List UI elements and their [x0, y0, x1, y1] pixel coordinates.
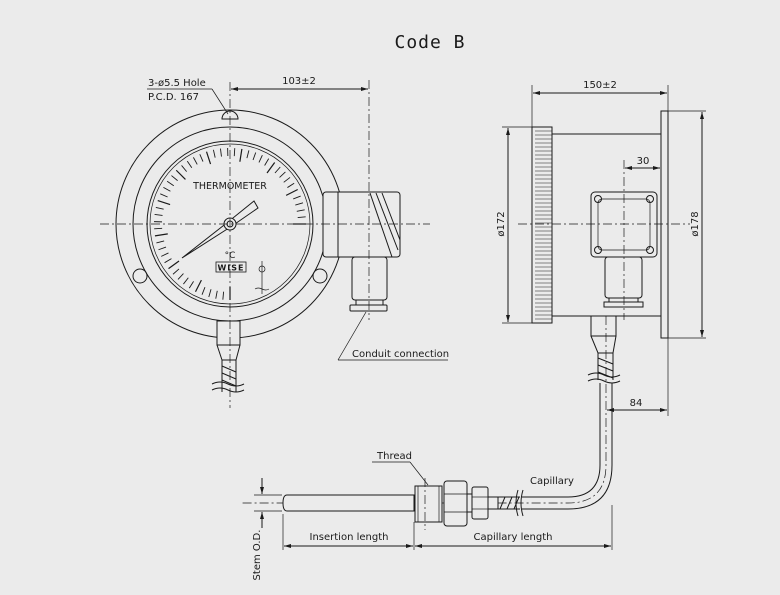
probe-assembly: Thread Capillary Insertion length Capill… — [252, 451, 613, 581]
dial-tick — [188, 281, 194, 289]
svg-text:WISE: WISE — [217, 264, 244, 273]
dial-tick — [208, 289, 212, 298]
dial-tick — [172, 268, 180, 275]
dial-tick — [186, 160, 193, 169]
drawing-title: Code B — [394, 32, 465, 53]
dial-tick — [177, 273, 184, 280]
conduit-body — [351, 256, 388, 301]
dim-flange-dia: ø178 — [690, 211, 701, 236]
dial-tick — [296, 209, 305, 212]
dial-tick — [233, 148, 236, 157]
dial-tick — [158, 246, 167, 251]
thread-label: Thread — [376, 451, 412, 462]
dial-tick — [279, 171, 286, 178]
dial-tick — [199, 154, 204, 162]
dial-scale-ticks — [154, 148, 306, 300]
dial-tick — [252, 152, 257, 161]
dial-tick — [175, 169, 186, 180]
dim-depth: 103±2 — [282, 76, 316, 87]
side-view: 150±2 ø172 ø178 30 84 — [240, 80, 706, 510]
stem-od-label: Stem O.D. — [252, 530, 263, 581]
hex-nut — [443, 480, 468, 527]
dial-tick — [160, 193, 168, 198]
insertion-length-label: Insertion length — [310, 532, 389, 543]
dial-tick — [171, 175, 178, 182]
dial-tick — [285, 188, 298, 196]
conduit-connection — [349, 304, 388, 312]
back-flange — [660, 110, 669, 339]
dial-tick — [239, 148, 243, 162]
dial-tick — [163, 186, 171, 192]
dial-tick — [154, 233, 168, 237]
bezel-knurled — [531, 126, 553, 324]
dim-bezel-dia: ø172 — [496, 211, 507, 236]
pcd-label: P.C.D. 167 — [148, 92, 199, 103]
dial-tick — [166, 180, 175, 187]
dial-tick — [154, 227, 163, 230]
mount-hole-right — [312, 268, 328, 284]
dial-tick — [161, 252, 169, 257]
dim-length: 150±2 — [583, 80, 617, 91]
dial-tick — [264, 158, 270, 166]
dial-tick — [156, 240, 165, 244]
dial-tick — [246, 150, 250, 159]
dial-tick — [164, 258, 172, 264]
stem — [282, 494, 415, 512]
dim-box-offset: 30 — [637, 156, 650, 167]
dial-tick — [154, 214, 163, 216]
dial-tick — [274, 166, 281, 174]
conduit-label: Conduit connection — [352, 349, 449, 360]
thermometer-symbol-icon — [254, 261, 270, 294]
dial-tick — [168, 260, 180, 270]
front-view: THERMOMETER °C WISE — [100, 76, 449, 408]
mount-hole-left — [132, 268, 148, 284]
dim-capillary-offset: 84 — [630, 398, 643, 409]
brand-logo: WISE — [215, 261, 247, 273]
dial-tick — [181, 165, 188, 172]
thread-fitting — [414, 485, 443, 523]
gauge-stem — [216, 320, 241, 346]
dial-tick — [155, 206, 164, 210]
capillary-label: Capillary — [530, 476, 574, 487]
dial-tick — [295, 202, 304, 206]
dial-tick — [192, 157, 198, 165]
capillary-armor — [221, 365, 237, 387]
dial-tick — [194, 279, 202, 292]
dial-tick — [287, 182, 295, 188]
hole-label: 3-ø5.5 Hole — [148, 78, 206, 89]
pointer-needle — [181, 200, 259, 259]
dial-tick — [157, 199, 171, 206]
dial-tick — [212, 149, 216, 158]
dial-tick — [258, 155, 263, 163]
dial-tick — [205, 151, 212, 165]
mount-hole-top — [221, 110, 239, 120]
dial-tick — [266, 162, 276, 174]
dial-tick — [222, 291, 225, 300]
dial-tick — [293, 195, 301, 200]
dial-tick — [220, 148, 222, 157]
dial-tick — [297, 216, 306, 219]
dial-tick — [201, 287, 206, 295]
capillary-tube — [522, 383, 601, 498]
capillary-length-label: Capillary length — [473, 532, 552, 543]
dial-tick — [215, 290, 218, 299]
dial-tick — [283, 177, 291, 183]
dial-tick — [183, 277, 189, 285]
lock-nut — [471, 486, 489, 520]
